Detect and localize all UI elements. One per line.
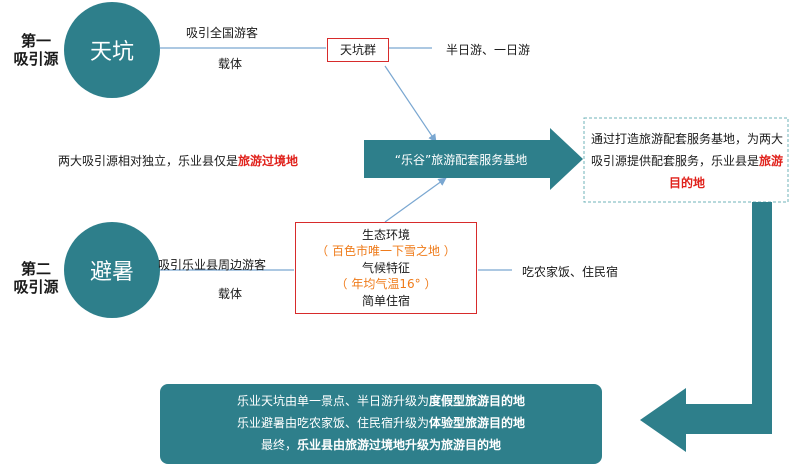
destination-text-prefix: 通过打造旅游配套服务基地，为两大吸引源提供配套服务，乐业县是 xyxy=(590,132,783,168)
source2-to-hub-arrow xyxy=(384,177,447,223)
source2-carrier-text: 载体 xyxy=(218,287,243,301)
source1-label-line1: 第一 xyxy=(20,32,51,50)
source1-label: 第一 吸引源 xyxy=(10,32,62,68)
source1-label-line2: 吸引源 xyxy=(13,50,59,68)
middle-left-text-highlight: 旅游过境地 xyxy=(238,154,299,168)
conclusion-flow-arrow xyxy=(640,202,772,452)
source2-circle: 避暑 xyxy=(64,222,160,318)
source2-circle-text: 避暑 xyxy=(89,260,134,285)
destination-text-highlight: 旅游目的地 xyxy=(668,154,784,190)
source1-circle-text: 天坑 xyxy=(89,40,134,65)
conclusion-line3-prefix: 最终， xyxy=(260,438,297,452)
source1-tour-text: 半日游、一日游 xyxy=(446,43,531,57)
source2-box-line2: （ 百色市唯一下雪之地 ） xyxy=(316,244,456,259)
conclusion-line1-prefix: 乐业天坑由单一景点、半日游升级为 xyxy=(236,394,429,408)
source1-product-box: 天坑群 xyxy=(327,38,389,62)
source2-feature-box: 生态环境 （ 百色市唯一下雪之地 ） 气候特征 （ 年均气温16° ） 简单住宿 xyxy=(295,222,477,314)
source2-box-line4: （ 年均气温16° ） xyxy=(335,277,437,292)
source2-label-line1: 第二 xyxy=(20,260,51,278)
conclusion-line2: 乐业避暑由吃农家饭、住民宿升级为体验型旅游目的地 xyxy=(160,412,602,434)
conclusion-line3-highlight: 乐业县由旅游过境地升级为旅游目的地 xyxy=(297,438,502,452)
conclusion-box-bg xyxy=(160,384,602,464)
middle-left-text: 两大吸引源相对独立，乐业县仅是旅游过境地 xyxy=(58,152,298,169)
conclusion-text: 乐业天坑由单一景点、半日游升级为度假型旅游目的地 乐业避暑由吃农家饭、住民宿升级… xyxy=(160,390,602,456)
conclusion-line2-highlight: 体验型旅游目的地 xyxy=(429,416,526,430)
source2-label: 第二 吸引源 xyxy=(10,260,62,296)
hub-arrow-shape xyxy=(364,128,583,190)
source1-attract-text: 吸引全国游客 xyxy=(186,26,259,40)
conclusion-line1-highlight: 度假型旅游目的地 xyxy=(429,394,526,408)
conclusion-line2-prefix: 乐业避暑由吃农家饭、住民宿升级为 xyxy=(236,416,429,430)
hub-label: “乐谷”旅游配套服务基地 xyxy=(394,153,528,167)
middle-left-text-prefix: 两大吸引源相对独立，乐业县仅是 xyxy=(58,154,239,168)
source2-label-line2: 吸引源 xyxy=(13,278,59,296)
source2-attract-text: 吸引乐业县周边游客 xyxy=(158,258,267,272)
source2-box-line5: 简单住宿 xyxy=(361,293,410,308)
source1-to-hub-arrow xyxy=(384,65,437,143)
conclusion-line1: 乐业天坑由单一景点、半日游升级为度假型旅游目的地 xyxy=(160,390,602,412)
source2-box-line3: 气候特征 xyxy=(361,260,410,275)
source1-circle: 天坑 xyxy=(64,2,160,98)
source2-tour-text: 吃农家饭、住民宿 xyxy=(522,265,619,279)
destination-text: 通过打造旅游配套服务基地，为两大吸引源提供配套服务，乐业县是旅游目的地 xyxy=(590,128,784,194)
source1-carrier-text: 载体 xyxy=(218,57,243,71)
conclusion-line3: 最终，乐业县由旅游过境地升级为旅游目的地 xyxy=(160,434,602,456)
source2-box-line1: 生态环境 xyxy=(361,228,410,242)
destination-box-border xyxy=(583,117,789,203)
